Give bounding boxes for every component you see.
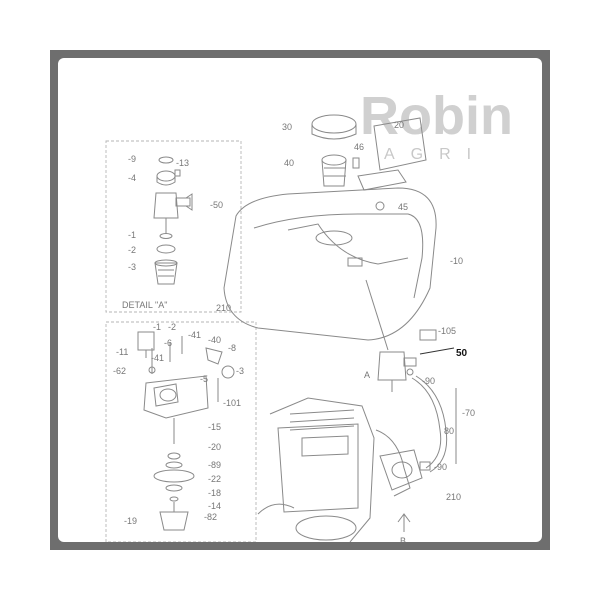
label-30: 30	[282, 122, 292, 132]
label-2: -2	[128, 245, 136, 255]
engine	[257, 397, 423, 542]
label-c6: -6	[164, 338, 172, 348]
fuel-tank	[223, 187, 437, 351]
fuel-cap-and-strainer	[311, 114, 427, 211]
detail-a-parts	[153, 156, 193, 285]
label-4: -4	[128, 173, 136, 183]
label-A: A	[364, 370, 370, 380]
label-c18: -18	[208, 488, 221, 498]
label-80: 80	[444, 426, 454, 436]
label-46: 46	[354, 142, 364, 152]
carburetor-parts	[137, 331, 235, 531]
label-1: -1	[128, 230, 136, 240]
arrow-b-icon	[397, 513, 411, 532]
label-20: 20	[394, 120, 404, 130]
label-3: -3	[128, 262, 136, 272]
label-c2: -2	[168, 322, 176, 332]
label-c19: -19	[124, 516, 137, 526]
label-210-top: 210	[216, 303, 231, 313]
label-c41a: -41	[188, 330, 201, 340]
label-50: 50	[456, 348, 468, 359]
label-c15: -15	[208, 422, 221, 432]
label-40: 40	[284, 158, 294, 168]
label-70: -70	[462, 408, 475, 418]
robin-agri-logo: Robin AGRI	[360, 86, 513, 163]
label-9: -9	[128, 154, 136, 164]
label-B: B	[400, 536, 406, 542]
label-c82: -82	[204, 512, 217, 522]
logo-brand: Robin	[360, 86, 513, 146]
label-c22: -22	[208, 474, 221, 484]
label-c101: -101	[223, 398, 241, 408]
label-90-bottom: -90	[434, 462, 447, 472]
label-c5: -5	[200, 374, 208, 384]
label-c20: -20	[208, 442, 221, 452]
label-45: 45	[398, 202, 408, 212]
logo-sub: AGRI	[384, 146, 487, 163]
label-c89: -89	[208, 460, 221, 470]
label-c41b: -41	[151, 353, 164, 363]
detail-a-box	[105, 140, 242, 313]
label-90-top: -90	[422, 376, 435, 386]
label-13: -13	[176, 158, 189, 168]
detail-a-title: DETAIL "A"	[122, 300, 167, 310]
label-c62: -62	[113, 366, 126, 376]
label-c8: -8	[228, 343, 236, 353]
diagram-canvas: Robin AGRI DETAIL "A"	[58, 58, 542, 542]
label-c40: -40	[208, 335, 221, 345]
fuel-cock	[377, 329, 448, 473]
label-10: -10	[450, 256, 463, 266]
carburetor-detail-box	[105, 321, 257, 542]
label-c3: -3	[236, 366, 244, 376]
label-50-detail: -50	[210, 200, 223, 210]
parts-diagram: Robin AGRI DETAIL "A"	[105, 86, 513, 542]
label-c14: -14	[208, 501, 221, 511]
label-c1: -1	[153, 322, 161, 332]
label-c11: -11	[116, 347, 128, 357]
label-210-bottom: 210	[446, 492, 461, 502]
image-frame: Robin AGRI DETAIL "A"	[50, 50, 550, 550]
label-105: -105	[438, 326, 456, 336]
